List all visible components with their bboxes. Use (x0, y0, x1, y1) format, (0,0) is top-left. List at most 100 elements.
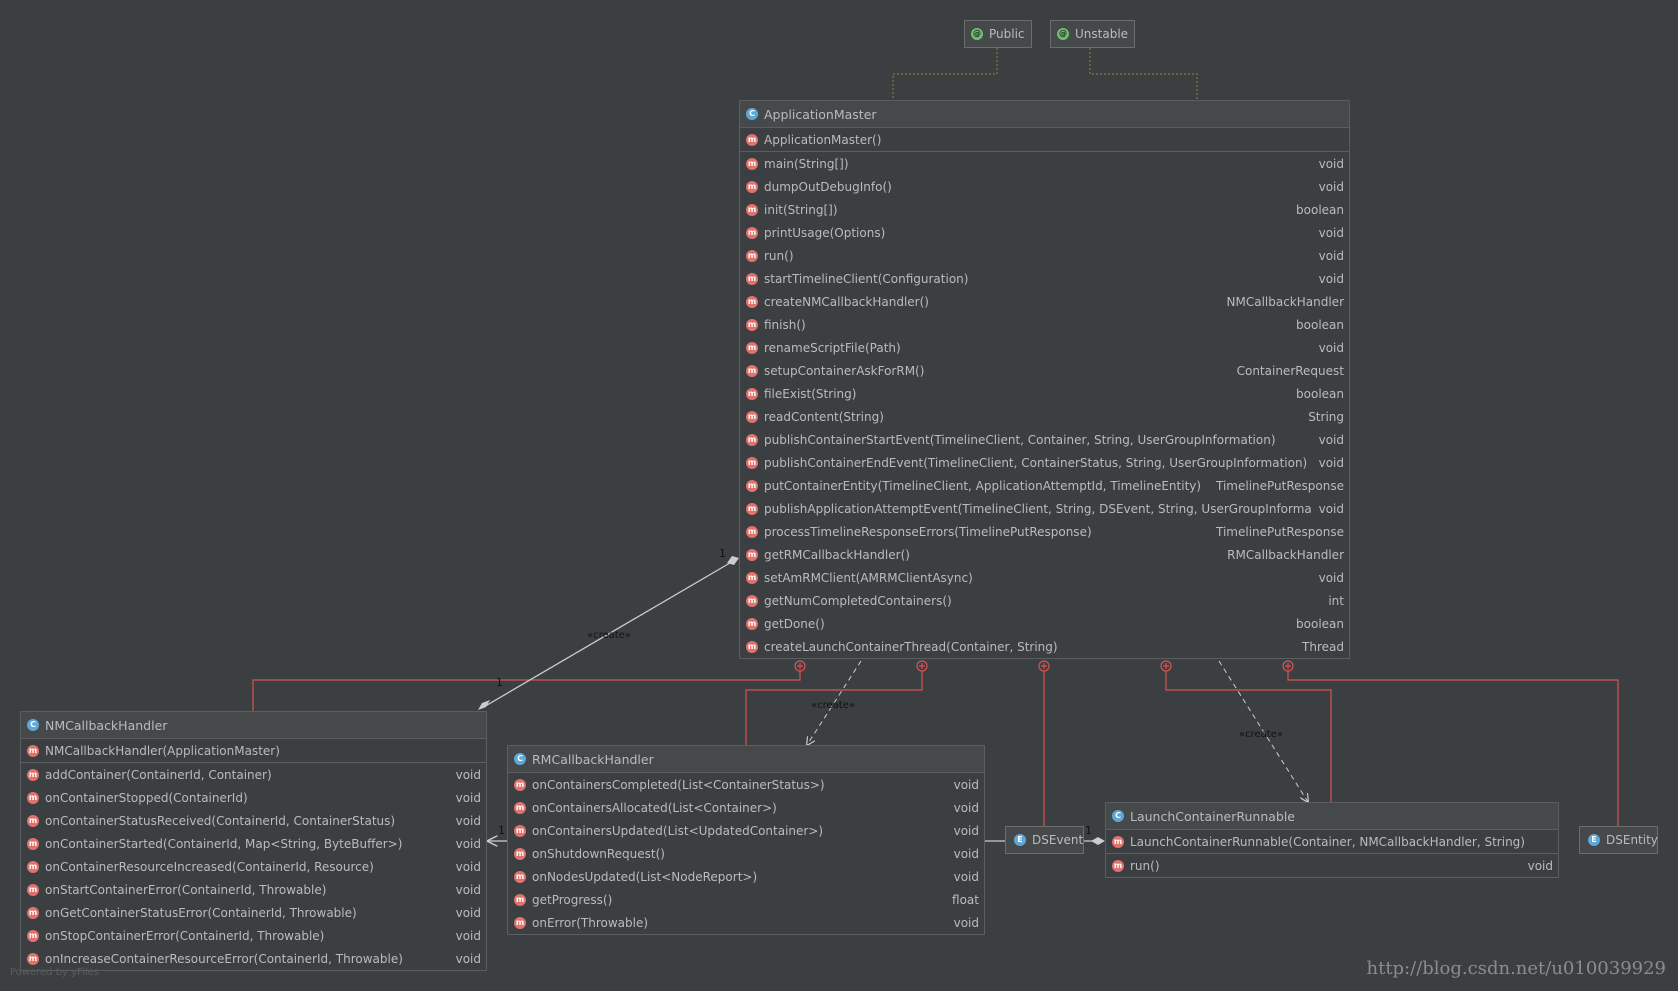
m-circle-icon: m (746, 525, 758, 538)
constructor-row[interactable]: m ApplicationMaster() (740, 128, 1349, 151)
method-return-type: TimelinePutResponse (1216, 524, 1344, 539)
method-name: readContent(String) (764, 409, 884, 424)
m-circle-icon: m (746, 318, 758, 331)
constructor-row[interactable]: m LaunchContainerRunnable(Container, NMC… (1106, 830, 1558, 853)
method-name: putContainerEntity(TimelineClient, Appli… (764, 478, 1202, 493)
class-launch-container-runnable[interactable]: C LaunchContainerRunnable m LaunchContai… (1105, 802, 1559, 878)
method-name: setupContainerAskForRM() (764, 363, 925, 378)
method-return-type: void (1318, 271, 1344, 286)
annotation-label: Public (989, 27, 1025, 41)
c-circle-icon: C (27, 719, 39, 731)
method-name: createLaunchContainerThread(Container, S… (764, 639, 1058, 654)
class-header[interactable]: C ApplicationMaster (740, 101, 1349, 128)
method-name: getDone() (764, 616, 825, 631)
method-name: onGetContainerStatusError(ContainerId, T… (45, 905, 357, 920)
m-circle-icon: m (1112, 835, 1124, 848)
m-circle-icon: m (746, 479, 758, 492)
method-return-type: String (1308, 409, 1344, 424)
method-name: onContainersCompleted(List<ContainerStat… (532, 777, 825, 792)
method-name: finish() (764, 317, 806, 332)
method-row[interactable]: m putContainerEntity(TimelineClient, Appl… (740, 474, 1349, 497)
enum-dsevent[interactable]: E DSEvent (1005, 826, 1084, 854)
edge-label-create-am-nm: «create» (587, 630, 631, 641)
class-application-master[interactable]: C ApplicationMaster m ApplicationMaster(… (739, 100, 1350, 659)
annotation-unstable[interactable]: @ Unstable (1050, 20, 1136, 48)
m-circle-icon: m (746, 226, 758, 239)
enum-dsentity[interactable]: E DSEntity (1579, 826, 1658, 854)
class-header[interactable]: C RMCallbackHandler (508, 746, 984, 773)
inner-edge-nmcallbackhandler (252, 666, 801, 711)
dependency-edge-launch (1218, 660, 1308, 802)
multiplicity-nm: 1 (496, 676, 503, 689)
m-circle-icon: m (746, 157, 758, 170)
class-header[interactable]: C LaunchContainerRunnable (1106, 803, 1558, 830)
method-return-type: void (455, 928, 481, 943)
constructor-section: m ApplicationMaster() (740, 128, 1349, 152)
m-circle-icon: m (746, 594, 758, 607)
m-circle-icon: m (746, 410, 758, 423)
constructor-row[interactable]: m NMCallbackHandler(ApplicationMaster) (21, 739, 486, 762)
method-return-type: void (953, 846, 979, 861)
method-return-type: void (953, 869, 979, 884)
m-circle-icon: m (746, 548, 758, 561)
m-circle-icon: m (746, 203, 758, 216)
enum-name: DSEvent (1032, 833, 1084, 847)
method-name: onContainerStopped(ContainerId) (45, 790, 248, 805)
annotation-public[interactable]: @ Public (964, 20, 1032, 48)
method-row[interactable]: m readContent(String) String (740, 405, 1349, 428)
c-circle-icon: C (1112, 810, 1124, 822)
method-name: onContainersUpdated(List<UpdatedContaine… (532, 823, 824, 838)
m-circle-icon: m (746, 133, 758, 146)
method-return-type: void (1318, 455, 1344, 470)
e-circle-icon: E (1014, 834, 1026, 846)
m-circle-icon: m (514, 801, 526, 814)
method-return-type: RMCallbackHandler (1227, 547, 1344, 562)
method-return-type: void (455, 859, 481, 874)
method-name: main(String[]) (764, 156, 849, 171)
class-header[interactable]: C NMCallbackHandler (21, 712, 486, 739)
m-circle-icon: m (746, 617, 758, 630)
class-nm-callback-handler[interactable]: C NMCallbackHandler m NMCallbackHandler(… (20, 711, 487, 971)
inner-edge-launchcontainerrunnable (1165, 666, 1332, 802)
method-return-type: void (455, 813, 481, 828)
